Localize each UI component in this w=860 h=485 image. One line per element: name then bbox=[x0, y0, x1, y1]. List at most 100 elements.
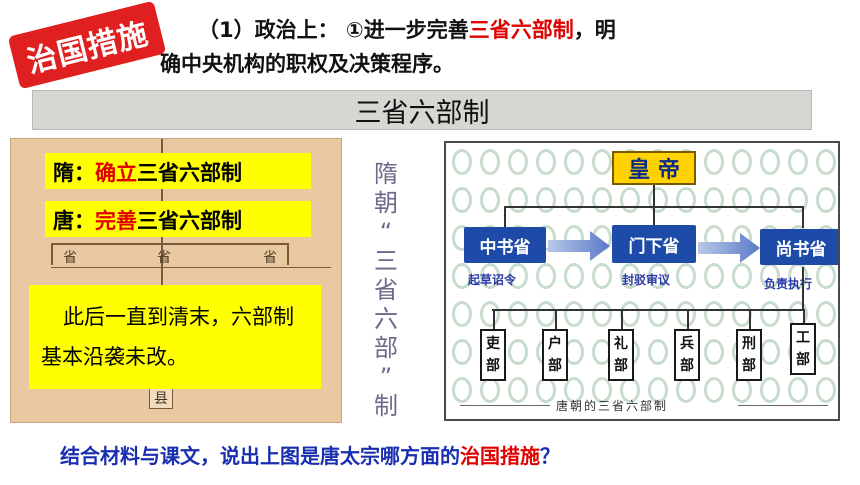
ministry-box: 吏 部 bbox=[480, 329, 506, 381]
swirl-pattern bbox=[676, 263, 696, 289]
swirl-pattern bbox=[788, 187, 808, 213]
swirl-pattern bbox=[816, 187, 836, 213]
question-post: ？ bbox=[540, 444, 560, 468]
connector-line bbox=[621, 309, 623, 329]
swirl-pattern bbox=[508, 377, 528, 403]
swirl-pattern bbox=[816, 377, 836, 403]
connector-line bbox=[687, 309, 689, 329]
tang-statement: 唐：完善三省六部制 bbox=[45, 201, 311, 237]
sui-statement: 隋：确立三省六部制 bbox=[45, 153, 311, 189]
swirl-pattern bbox=[536, 149, 556, 175]
swirl-pattern bbox=[564, 187, 584, 213]
ministry-char: 部 bbox=[742, 358, 756, 374]
swirl-pattern bbox=[760, 187, 780, 213]
swirl-pattern bbox=[816, 263, 836, 289]
ministry-box: 兵 部 bbox=[674, 329, 700, 381]
swirl-pattern bbox=[704, 377, 724, 403]
chancellery-role: 封驳审议 bbox=[622, 273, 671, 287]
connector-line bbox=[653, 206, 655, 228]
chart-line-horizontal bbox=[51, 267, 331, 268]
secretariat-label: 中书省 bbox=[479, 237, 531, 258]
ministry-char: 户 bbox=[548, 336, 562, 352]
banner-title: 三省六部制 bbox=[354, 97, 490, 129]
vertical-char: 制 bbox=[374, 392, 398, 420]
vertical-char: 省 bbox=[374, 276, 398, 304]
intro-line-2: 确中央机构的职权及决策程序。 bbox=[160, 52, 454, 76]
chancellery-box: 门下省 bbox=[612, 225, 696, 263]
arrow-right-icon bbox=[698, 233, 760, 263]
chart-line-vertical bbox=[161, 139, 163, 394]
swirl-pattern bbox=[592, 301, 612, 327]
swirl-pattern bbox=[452, 301, 472, 327]
vertical-char: ” bbox=[379, 363, 393, 391]
swirl-pattern bbox=[704, 263, 724, 289]
chart-text-sheng: 省 bbox=[157, 250, 171, 266]
swirl-pattern bbox=[676, 187, 696, 213]
swirl-pattern bbox=[816, 149, 836, 175]
swirl-pattern bbox=[816, 301, 836, 327]
connector-line bbox=[492, 309, 804, 311]
swirl-pattern bbox=[508, 339, 528, 365]
chart-text-sheng: 省 bbox=[263, 250, 277, 266]
swirl-pattern bbox=[480, 263, 500, 289]
swirl-pattern bbox=[592, 377, 612, 403]
discussion-question: 结合材料与课文，说出上图是唐太宗哪方面的治国措施？ bbox=[60, 440, 560, 469]
connector-line bbox=[802, 267, 804, 309]
swirl-pattern bbox=[760, 339, 780, 365]
ministry-char: 部 bbox=[614, 358, 628, 374]
topic-badge: 治国措施 bbox=[7, 0, 167, 90]
department-label: 尚书省 bbox=[775, 239, 827, 260]
sui-rest: 三省六部制 bbox=[137, 161, 242, 185]
vertical-char: 三 bbox=[374, 247, 398, 275]
structure-diagram: 皇 帝 中书省 门下省 尚书省 起草诏令 封驳审议 负责执行 吏 部 户 部 礼… bbox=[444, 141, 840, 421]
swirl-pattern bbox=[732, 263, 752, 289]
chart-text-sheng: 省 bbox=[63, 250, 77, 266]
ministry-char: 部 bbox=[486, 358, 500, 374]
caption-rule bbox=[460, 405, 550, 406]
continuation-note-text: 此后一直到清末，六部制基本沿袭未改。 bbox=[41, 305, 294, 369]
swirl-pattern bbox=[592, 187, 612, 213]
tang-label: 唐： bbox=[53, 209, 95, 233]
swirl-pattern bbox=[816, 339, 836, 365]
swirl-pattern bbox=[788, 149, 808, 175]
sui-label: 隋： bbox=[53, 161, 95, 185]
swirl-pattern bbox=[648, 301, 668, 327]
swirl-pattern bbox=[704, 187, 724, 213]
swirl-pattern bbox=[480, 301, 500, 327]
swirl-pattern bbox=[620, 187, 640, 213]
arrow-right-icon bbox=[548, 231, 610, 261]
swirl-pattern bbox=[648, 339, 668, 365]
chart-line-drop bbox=[287, 243, 289, 265]
connector-line bbox=[803, 309, 805, 323]
connector-line bbox=[749, 309, 751, 329]
swirl-pattern bbox=[648, 187, 668, 213]
department-box: 尚书省 bbox=[760, 229, 838, 265]
vertical-char: 隋 bbox=[374, 160, 398, 188]
secretariat-box: 中书省 bbox=[464, 227, 546, 263]
ministry-char: 部 bbox=[548, 358, 562, 374]
swirl-pattern bbox=[648, 377, 668, 403]
ministry-box: 户 部 bbox=[542, 329, 568, 381]
intro-line-1-pre: （1）政治上： ①进一步完善 bbox=[198, 18, 469, 42]
topic-badge-text: 治国措施 bbox=[23, 16, 153, 81]
swirl-pattern bbox=[452, 149, 472, 175]
swirl-pattern bbox=[760, 301, 780, 327]
connector-line bbox=[493, 309, 495, 329]
connector-line bbox=[504, 206, 506, 228]
swirl-pattern bbox=[760, 377, 780, 403]
chancellery-label: 门下省 bbox=[628, 236, 680, 257]
swirl-pattern bbox=[564, 149, 584, 175]
ministry-char: 部 bbox=[796, 352, 810, 368]
emperor-label: 皇 帝 bbox=[628, 158, 680, 183]
swirl-pattern bbox=[760, 149, 780, 175]
vertical-caption: 隋 朝 “ 三 省 六 部 ” 制 bbox=[364, 160, 408, 421]
question-highlight: 治国措施 bbox=[460, 444, 540, 468]
intro-line-1-post: ，明 bbox=[573, 18, 616, 42]
ministry-box: 刑 部 bbox=[736, 329, 762, 381]
swirl-pattern bbox=[704, 339, 724, 365]
swirl-pattern bbox=[536, 187, 556, 213]
vertical-char: 朝 bbox=[374, 189, 398, 217]
ministry-char: 礼 bbox=[614, 336, 628, 352]
ministry-box: 礼 部 bbox=[608, 329, 634, 381]
swirl-pattern bbox=[480, 149, 500, 175]
